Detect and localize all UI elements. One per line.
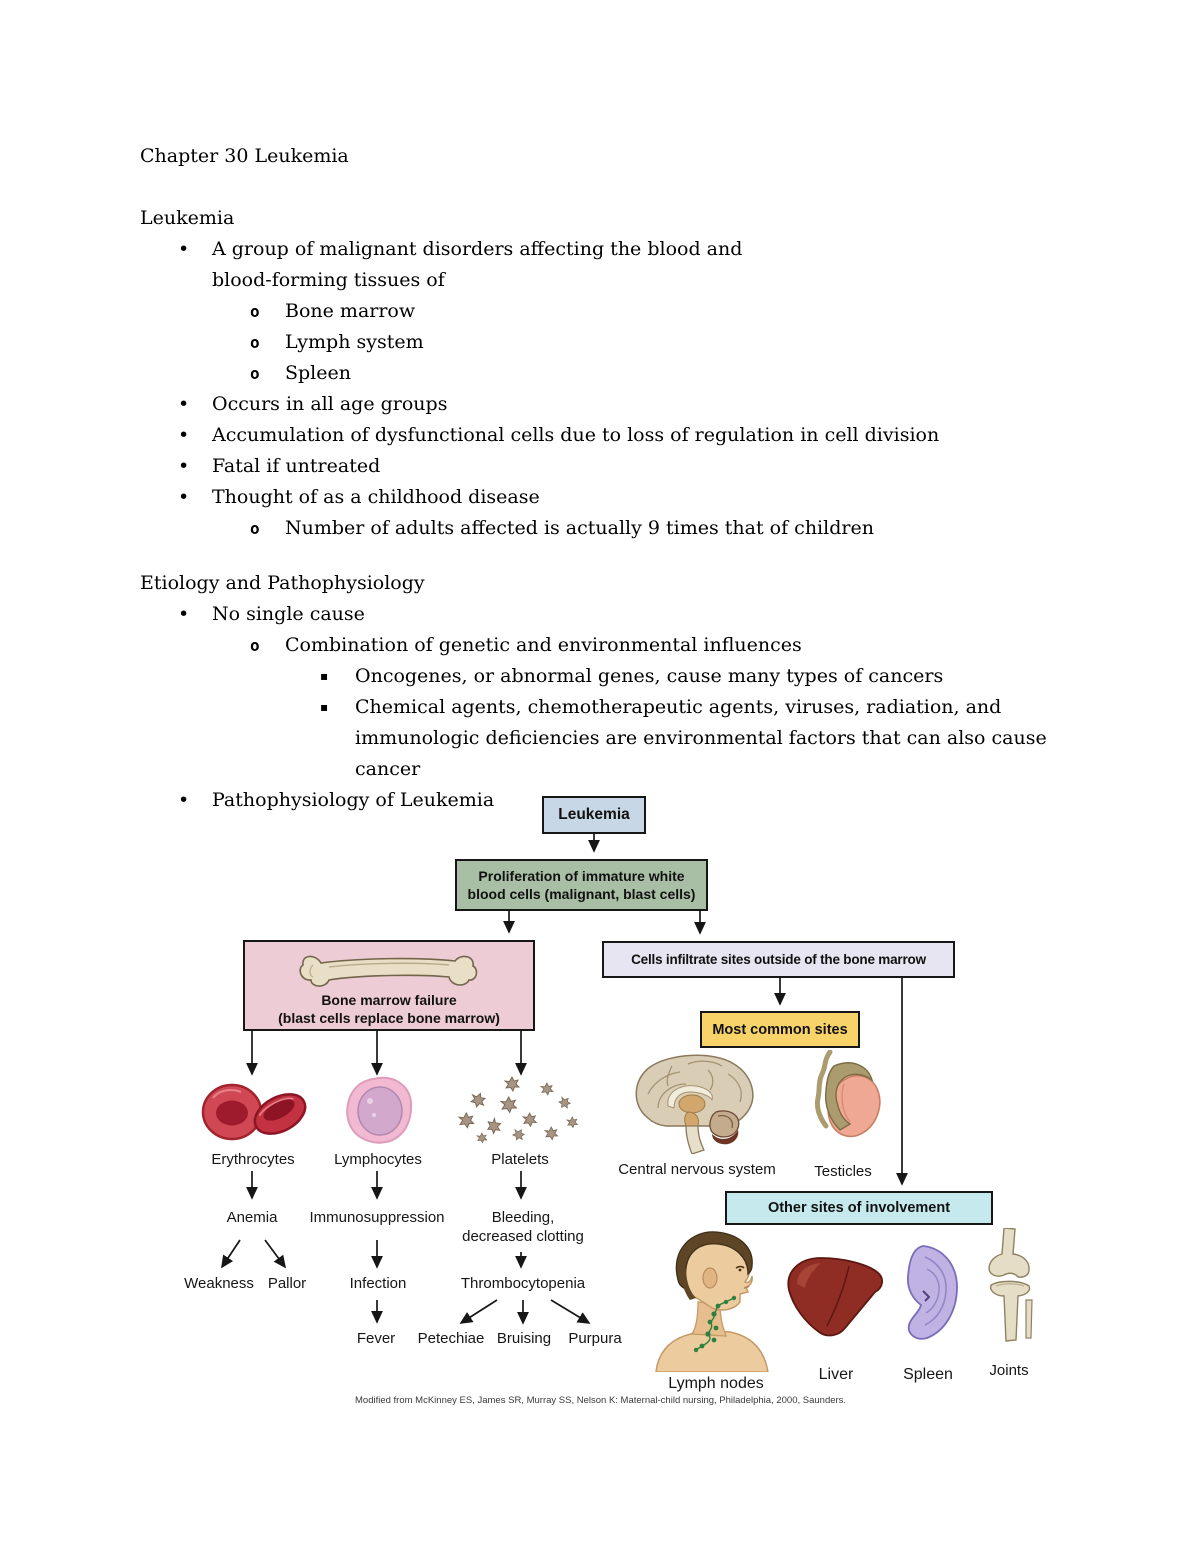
bullet-item: ▪ Chemical agents, chemotherapeutic agent… (320, 692, 1150, 785)
bullet-item: • Occurs in all age groups (178, 389, 1150, 420)
spleen-illustration (907, 1245, 958, 1340)
bullet-text: Combination of genetic and environmental… (285, 634, 802, 656)
bullet-text: Spleen (285, 362, 351, 384)
bullet-text: Thought of as a childhood disease (212, 486, 540, 508)
box-label: Proliferation of immature white blood ce… (467, 868, 696, 902)
flow-arrows (221, 834, 908, 1325)
bone-marrow-failure-box: Bone marrow failure (blast cells replace… (243, 940, 535, 1031)
lymph-nodes-illustration (655, 1231, 769, 1372)
section-heading: Etiology and Pathophysiology (140, 572, 425, 594)
other-sites-box: Other sites of involvement (725, 1191, 993, 1225)
box-label: Bone marrow failure (blast cells replace… (278, 992, 500, 1026)
bullet-marker: • (178, 393, 190, 415)
brain-illustration (635, 1054, 754, 1154)
bullet-text: Bone marrow (285, 300, 416, 322)
section-leukemia: Leukemia • A group of malignant disorders… (140, 203, 1150, 544)
most-common-sites-box: Most common sites (700, 1011, 860, 1048)
platelets-illustration (458, 1076, 578, 1144)
bullet-text: A group of malignant disorders affecting… (212, 238, 743, 291)
bullet-item: • No single cause (178, 599, 1150, 630)
bullet-item: o Bone marrow (250, 296, 1150, 327)
figure-caption: Modified from McKinney ES, James SR, Mur… (355, 1395, 847, 1406)
bullet-item: • A group of malignant disorders affectin… (178, 234, 1150, 296)
box-label: Leukemia (558, 806, 630, 823)
bullet-marker: ▪ (320, 669, 329, 683)
bullet-marker: ▪ (320, 700, 329, 714)
label-pallor: Pallor (267, 1275, 307, 1292)
label-anemia: Anemia (226, 1209, 278, 1226)
label-bleeding: Bleeding, decreased clotting (462, 1209, 584, 1245)
bullet-item: • Pathophysiology of Leukemia (178, 785, 1150, 816)
bullet-marker: o (250, 302, 260, 321)
bullet-marker: • (178, 789, 190, 811)
liver-illustration (787, 1257, 883, 1337)
label-central-nervous-system: Central nervous system (618, 1161, 776, 1178)
bullet-marker: • (178, 238, 190, 260)
section-heading: Leukemia (140, 207, 235, 229)
label-lymphocytes: Lymphocytes (334, 1151, 422, 1168)
label-infection: Infection (349, 1275, 407, 1292)
bullet-marker: • (178, 603, 190, 625)
bullet-text: Accumulation of dysfunctional cells due … (212, 424, 940, 446)
label-weakness: Weakness (184, 1275, 254, 1292)
bullet-item: o Spleen (250, 358, 1150, 389)
bullet-list: • No single cause o Combination of genetic … (140, 599, 1150, 816)
box-label: Other sites of involvement (767, 1200, 951, 1216)
bullet-text: No single cause (212, 603, 365, 625)
section-etiology: Etiology and Pathophysiology • No single … (140, 568, 1150, 816)
leukemia-box: Leukemia (542, 796, 646, 834)
bone-illustration (299, 955, 478, 987)
label-bruising: Bruising (496, 1330, 552, 1347)
bullet-marker: o (250, 636, 260, 655)
label-spleen: Spleen (903, 1366, 953, 1383)
box-label: Most common sites (712, 1021, 848, 1038)
bullet-marker: o (250, 333, 260, 352)
page-title: Chapter 30 Leukemia (140, 145, 349, 167)
label-platelets: Platelets (491, 1151, 549, 1168)
label-erythrocytes: Erythrocytes (211, 1151, 295, 1168)
label-liver: Liver (818, 1366, 854, 1383)
label-immunosuppression: Immunosuppression (309, 1209, 445, 1226)
label-thrombocytopenia: Thrombocytopenia (460, 1275, 586, 1292)
infiltrate-box: Cells infiltrate sites outside of the bo… (602, 941, 955, 978)
document-body: Chapter 30 Leukemia Leukemia • A group of… (140, 145, 1150, 816)
proliferation-box: Proliferation of immature white blood ce… (455, 859, 708, 911)
bullet-text: Number of adults affected is actually 9 … (285, 517, 874, 539)
bullet-item: • Thought of as a childhood disease (178, 482, 1150, 513)
bullet-text: Pathophysiology of Leukemia (212, 789, 495, 811)
bullet-text: Oncogenes, or abnormal genes, cause many… (355, 665, 944, 687)
bullet-marker: o (250, 519, 260, 538)
label-fever: Fever (356, 1330, 396, 1347)
label-joints: Joints (989, 1362, 1029, 1379)
bullet-text: Lymph system (285, 331, 424, 353)
label-lymph-nodes: Lymph nodes (668, 1375, 764, 1392)
bullet-item: o Lymph system (250, 327, 1150, 358)
bullet-list: • A group of malignant disorders affectin… (140, 234, 1150, 544)
bullet-marker: • (178, 455, 190, 477)
testicle-illustration (815, 1050, 881, 1138)
erythrocytes-illustration (201, 1083, 307, 1141)
bullet-marker: o (250, 364, 260, 383)
bullet-item: ▪ Oncogenes, or abnormal genes, cause man… (320, 661, 1150, 692)
box-label: Cells infiltrate sites outside of the bo… (631, 952, 926, 967)
bullet-text: Occurs in all age groups (212, 393, 448, 415)
lymphocyte-illustration (346, 1076, 413, 1144)
bullet-item: • Fatal if untreated (178, 451, 1150, 482)
label-purpura: Purpura (568, 1330, 622, 1347)
bullet-item: • Accumulation of dysfunctional cells due… (178, 420, 1150, 451)
bullet-text: Fatal if untreated (212, 455, 381, 477)
pathophysiology-diagram: Leukemia Proliferation of immature white… (0, 788, 1200, 1448)
bullet-item: o Combination of genetic and environmenta… (250, 630, 1150, 661)
bullet-marker: • (178, 486, 190, 508)
bullet-item: o Number of adults affected is actually 9… (250, 513, 1150, 544)
label-petechiae: Petechiae (417, 1330, 485, 1347)
knee-joint-illustration (988, 1228, 1033, 1342)
label-testicles: Testicles (814, 1163, 872, 1180)
bullet-marker: • (178, 424, 190, 446)
bullet-text: Chemical agents, chemotherapeutic agents… (355, 696, 1047, 780)
